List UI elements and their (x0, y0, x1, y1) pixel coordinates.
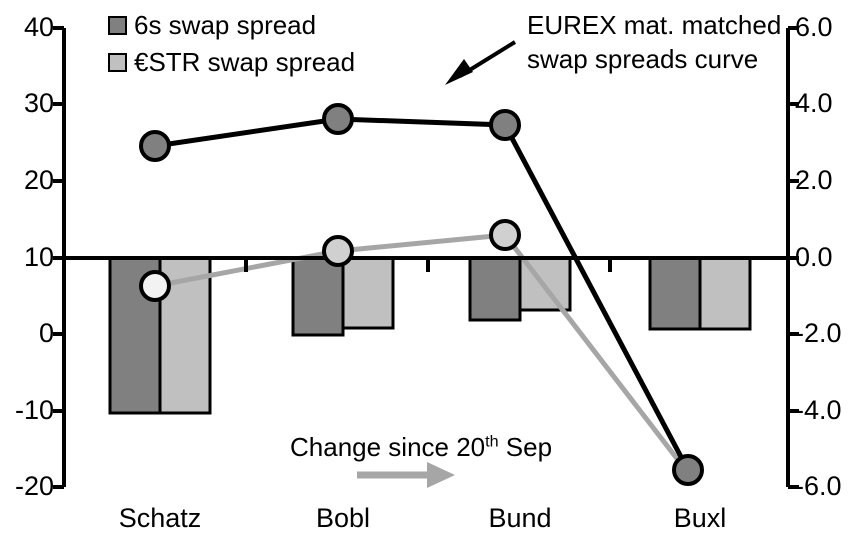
marker-eurex-bund (489, 109, 521, 141)
change-since-arrow-icon (357, 462, 455, 488)
marker-change-since-schatz (139, 270, 171, 302)
left-axis-tick-30: 30 (23, 88, 54, 118)
left-axis-tick-20: 20 (23, 165, 54, 195)
callout-line-1: EUREX mat. matched (527, 10, 782, 40)
left-axis-tick-10: 10 (23, 242, 54, 272)
change-since-suffix: Sep (498, 432, 553, 462)
left-axis-tick-neg20: -20 (14, 471, 54, 501)
legend-label-6s: 6s swap spread (134, 10, 317, 40)
right-axis-tick-neg2: -2.0 (795, 318, 842, 348)
change-since-superscript: th (485, 432, 499, 451)
legend-swatch-6s-icon (108, 15, 127, 35)
right-axis-tick-0: 0.0 (795, 242, 833, 272)
category-label-bobl: Bobl (315, 503, 371, 533)
right-axis-tick-neg6: -6.0 (795, 471, 842, 501)
legend-label-estr: €STR swap spread (134, 47, 356, 77)
left-axis-ticks (53, 26, 64, 489)
right-axis-tick-neg4: -4.0 (795, 395, 842, 425)
right-axis-tick-2: 2.0 (795, 165, 833, 195)
category-ticks (244, 258, 612, 272)
series-line-eurex-curve (154, 116, 691, 472)
right-axis-ticks (788, 26, 799, 489)
marker-eurex-buxl (672, 454, 704, 486)
left-axis-tick-40: 40 (23, 12, 54, 42)
category-label-schatz: Schatz (118, 503, 202, 533)
legend-item-6s-swap-spread: 6s swap spread (108, 12, 316, 38)
category-label-bund: Bund (488, 503, 552, 533)
legend-swatch-estr-icon (108, 52, 127, 72)
bar-6s-bobl (291, 256, 345, 337)
marker-change-since-bund (489, 219, 521, 251)
category-label-buxl: Buxl (673, 503, 727, 533)
callout-line-2: swap spreads curve (527, 44, 759, 74)
right-axis-tick-6: 6.0 (795, 12, 833, 42)
bar-6s-bund (468, 256, 522, 322)
legend-item-estr-swap-spread: €STR swap spread (108, 49, 355, 75)
marker-eurex-bobl (322, 103, 354, 135)
callout-arrow-icon (445, 40, 517, 85)
left-axis-tick-neg10: -10 (14, 395, 54, 425)
change-since-note: Change since 20th Sep (290, 432, 552, 463)
bar-estr-buxl (698, 256, 752, 331)
bar-estr-bobl (341, 256, 395, 330)
right-axis-tick-4: 4.0 (795, 88, 833, 118)
marker-eurex-schatz (139, 130, 171, 162)
bar-6s-buxl (648, 256, 702, 331)
left-axis-tick-0: 0 (38, 318, 54, 348)
marker-change-since-bobl (322, 235, 354, 267)
change-since-prefix: Change since 20 (290, 432, 486, 462)
